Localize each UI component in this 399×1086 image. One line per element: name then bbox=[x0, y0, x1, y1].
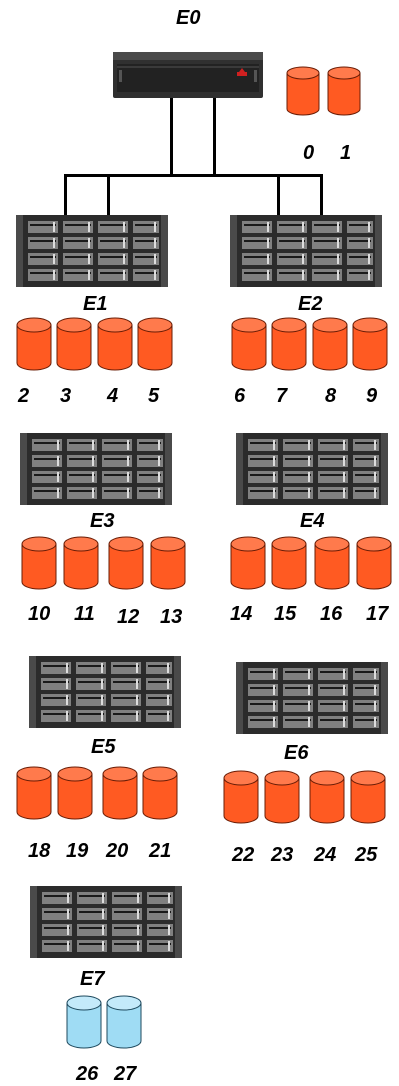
disk-icon bbox=[264, 770, 300, 824]
disk-icon bbox=[271, 536, 307, 590]
cable bbox=[277, 174, 280, 216]
disk-label: 6 bbox=[234, 386, 245, 406]
disk-icon bbox=[21, 536, 57, 590]
disk-label: 0 bbox=[303, 143, 314, 163]
disk-label: 7 bbox=[276, 386, 287, 406]
enclosure-label: E7 bbox=[80, 969, 104, 989]
cable bbox=[213, 98, 216, 176]
enclosure-label: E5 bbox=[91, 737, 115, 757]
disk-label: 19 bbox=[66, 841, 88, 861]
disk-label: 27 bbox=[114, 1064, 136, 1084]
disk-icon bbox=[230, 536, 266, 590]
disk-label: 14 bbox=[230, 604, 252, 624]
disk-label: 24 bbox=[314, 845, 336, 865]
cable bbox=[64, 174, 67, 216]
disk-label: 13 bbox=[160, 607, 182, 627]
enclosure-label: E6 bbox=[284, 743, 308, 763]
spare-disk-icon bbox=[66, 995, 102, 1049]
spare-disk-icon bbox=[106, 995, 142, 1049]
disk-label: 10 bbox=[28, 604, 50, 624]
disk-icon bbox=[63, 536, 99, 590]
disk-icon bbox=[102, 766, 138, 820]
disk-label: 21 bbox=[149, 841, 171, 861]
disk-icon bbox=[223, 770, 259, 824]
disk-label: 2 bbox=[18, 386, 29, 406]
disk-icon bbox=[352, 317, 388, 371]
disk-icon bbox=[286, 66, 320, 116]
disk-label: 11 bbox=[74, 604, 95, 624]
enclosure-e1-icon bbox=[16, 215, 168, 287]
disk-label: 9 bbox=[366, 386, 377, 406]
disk-label: 22 bbox=[232, 845, 254, 865]
disk-label: 20 bbox=[106, 841, 128, 861]
enclosure-e6-icon bbox=[236, 662, 388, 734]
disk-icon bbox=[312, 317, 348, 371]
cable bbox=[320, 174, 323, 216]
disk-icon bbox=[327, 66, 361, 116]
disk-label: 23 bbox=[271, 845, 293, 865]
disk-label: 18 bbox=[28, 841, 50, 861]
disk-icon bbox=[356, 536, 392, 590]
disk-icon bbox=[16, 766, 52, 820]
cable bbox=[107, 174, 110, 216]
head-controller-label: E0 bbox=[176, 8, 200, 28]
enclosure-e2-icon bbox=[230, 215, 382, 287]
disk-icon bbox=[56, 317, 92, 371]
disk-icon bbox=[108, 536, 144, 590]
disk-label: 5 bbox=[148, 386, 159, 406]
disk-icon bbox=[137, 317, 173, 371]
enclosure-e3-icon bbox=[20, 433, 172, 505]
disk-label: 16 bbox=[320, 604, 342, 624]
enclosure-label: E2 bbox=[298, 294, 322, 314]
enclosure-e7-icon bbox=[30, 886, 182, 958]
disk-label: 12 bbox=[117, 607, 139, 627]
enclosure-e4-icon bbox=[236, 433, 388, 505]
disk-icon bbox=[57, 766, 93, 820]
disk-icon bbox=[142, 766, 178, 820]
disk-icon bbox=[97, 317, 133, 371]
enclosure-e5-icon bbox=[29, 656, 181, 728]
disk-label: 8 bbox=[325, 386, 336, 406]
cable bbox=[170, 98, 173, 176]
disk-icon bbox=[16, 317, 52, 371]
disk-label: 26 bbox=[76, 1064, 98, 1084]
disk-icon bbox=[309, 770, 345, 824]
enclosure-label: E3 bbox=[90, 511, 114, 531]
enclosure-label: E1 bbox=[83, 294, 107, 314]
disk-icon bbox=[150, 536, 186, 590]
disk-label: 4 bbox=[107, 386, 118, 406]
disk-label: 3 bbox=[60, 386, 71, 406]
disk-label: 17 bbox=[366, 604, 388, 624]
disk-label: 15 bbox=[274, 604, 296, 624]
disk-label: 25 bbox=[355, 845, 377, 865]
disk-icon bbox=[314, 536, 350, 590]
disk-label: 1 bbox=[340, 143, 351, 163]
cable bbox=[64, 174, 323, 177]
disk-icon bbox=[271, 317, 307, 371]
enclosure-label: E4 bbox=[300, 511, 324, 531]
disk-icon bbox=[350, 770, 386, 824]
disk-icon bbox=[231, 317, 267, 371]
head-controller-icon bbox=[113, 52, 263, 98]
